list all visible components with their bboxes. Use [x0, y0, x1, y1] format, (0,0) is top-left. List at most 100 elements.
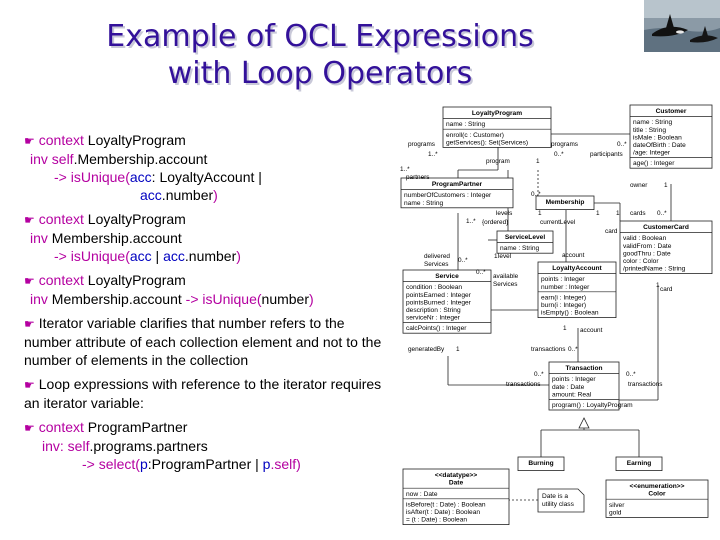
code-token: inv: self: [42, 438, 90, 454]
uml-class-name: Color: [648, 491, 666, 498]
code-line: ☛context LoyaltyProgram: [24, 131, 384, 150]
uml-attribute: name : String: [446, 121, 486, 128]
association-label: card: [660, 286, 673, 293]
uml-operation: calcPoints() : Integer: [406, 325, 467, 332]
association-label: account: [580, 327, 603, 334]
association-label: 0..*: [617, 141, 627, 148]
code-line: ☛context ProgramPartner: [24, 418, 384, 437]
code-line: -> select(p:ProgramPartner | p.self): [24, 455, 384, 473]
association-label: 1: [656, 282, 660, 289]
code-token: p: [262, 456, 271, 472]
association-label: 1..*: [466, 218, 476, 225]
association-label: transactions: [628, 381, 662, 388]
uml-attribute: points : Integer: [552, 376, 596, 383]
code-token: inv: [30, 230, 52, 246]
code-token: programs: [93, 438, 153, 454]
code-token: ): [309, 291, 314, 307]
uml-attribute: pointsEarned : Integer: [406, 292, 472, 299]
code-token: -> isUnique(: [185, 291, 262, 307]
association-label: card: [605, 228, 618, 235]
code-token: ProgramPartner: [87, 419, 188, 435]
code-token: LoyaltyProgram: [87, 132, 186, 148]
association-label: transactions: [506, 381, 540, 388]
title-line-1: Example of OCL Expressions: [106, 19, 534, 54]
uml-class-name: CustomerCard: [643, 224, 689, 231]
uml-class-name: Date: [449, 480, 464, 487]
uml-attribute: /age: Integer: [633, 150, 671, 157]
association-label: 1..*: [428, 151, 438, 158]
uml-operation: program() : LoyaltyProgram: [552, 402, 633, 409]
association-label: partners: [406, 174, 429, 181]
association-label: cards: [630, 210, 646, 217]
pointing-hand-icon: ☛: [24, 317, 35, 331]
code-token: Membership: [51, 291, 129, 307]
pointing-hand-icon: ☛: [24, 378, 35, 392]
uml-attribute: numberOfCustomers : Integer: [404, 192, 492, 199]
code-token: ): [213, 187, 218, 203]
code-token: context: [38, 132, 88, 148]
uml-operation: isEmpty() : Boolean: [541, 310, 599, 317]
code-token: -> isUnique(: [54, 248, 130, 264]
uml-attribute: gold: [609, 509, 622, 516]
association-label: programs: [551, 141, 578, 148]
code-token: .: [73, 151, 78, 167]
code-token: -> isUnique(: [54, 169, 130, 185]
uml-attribute: color : Color: [623, 258, 659, 265]
slide-title: Example of OCL Expressions with Loop Ope…: [40, 18, 600, 92]
code-token: partners: [156, 438, 208, 454]
association-label: delivered: [424, 253, 450, 260]
association-label: 1: [494, 253, 498, 260]
pointing-hand-icon: ☛: [24, 134, 35, 148]
bullet-item: ☛Loop expressions with reference to the …: [24, 375, 384, 412]
code-line: -> isUnique(acc | acc.number): [24, 247, 384, 265]
association-label: 0..*: [554, 151, 564, 158]
code-line: ☛context LoyaltyProgram: [24, 271, 384, 290]
pointing-hand-icon: ☛: [24, 421, 35, 435]
code-token: .: [154, 151, 159, 167]
code-token: :ProgramPartner |: [147, 456, 263, 472]
association-label: 0..*: [626, 371, 636, 378]
uml-attribute: dateOfBirth : Date: [633, 142, 686, 149]
uml-attribute: valid : Boolean: [623, 235, 667, 242]
bullet-text: Loop expressions with reference to the i…: [24, 376, 382, 411]
uml-operation: burn(i : Integer): [541, 302, 586, 309]
association-label: 1: [664, 182, 668, 189]
orca-photo: [644, 0, 720, 52]
uml-class-name: LoyaltyAccount: [552, 265, 602, 272]
uml-operation: getServices(): Set(Services): [446, 139, 528, 146]
code-token: |: [151, 248, 164, 264]
code-token: inv: [30, 291, 52, 307]
association-label: 0..*: [458, 257, 468, 264]
uml-class-name: Customer: [656, 108, 687, 115]
code-token: : LoyaltyAccount |: [151, 169, 262, 185]
association-label: owner: [630, 182, 648, 189]
uml-attribute: isMale : Boolean: [633, 134, 682, 141]
uml-attribute: silver: [609, 502, 625, 509]
uml-class-name: <<enumeration>>: [630, 483, 685, 490]
code-token: LoyaltyProgram: [87, 272, 186, 288]
code-token: Membership: [77, 151, 155, 167]
association-label: 0..*: [657, 210, 667, 217]
association-label: transactions: [531, 346, 565, 353]
bullet-text: Iterator variable clarifies that number …: [24, 315, 382, 368]
uml-class-name: Service: [435, 273, 459, 280]
code-token: .: [161, 187, 166, 203]
association-label: 1..*: [400, 166, 410, 173]
uml-class-name: LoyaltyProgram: [472, 110, 522, 117]
title-line-2: with Loop Operators: [167, 56, 473, 91]
association-label: currentLevel: [540, 219, 575, 226]
code-token: .: [184, 248, 189, 264]
association-label: participants: [590, 151, 623, 158]
